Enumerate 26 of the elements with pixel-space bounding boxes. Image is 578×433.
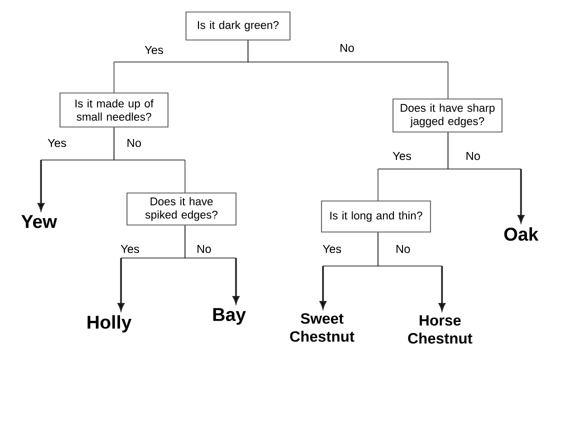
question-box: Is it made up of small needles? <box>60 92 168 128</box>
edge-label: No <box>394 244 412 254</box>
result-label: Horse Chestnut <box>408 315 472 344</box>
edge-label: Yes <box>120 244 140 254</box>
edge-label: No <box>338 42 356 54</box>
edge-label: No <box>464 150 482 162</box>
result-label: Yew <box>21 215 58 228</box>
arrow <box>448 132 524 223</box>
question-box: Is it dark green? <box>186 12 290 40</box>
edge-label: Yes <box>392 150 412 162</box>
arrow <box>378 232 446 311</box>
edge-label: Yes <box>322 244 342 254</box>
question-box: Does it have spiked edges? <box>126 192 236 226</box>
connector-line <box>114 127 186 193</box>
connector-line <box>248 40 448 99</box>
edge-label: No <box>126 138 142 148</box>
question-box: Does it have sharp jagged edges? <box>392 98 502 132</box>
result-label: Oak <box>504 227 538 241</box>
result-label: Bay <box>213 308 246 325</box>
edge-label: Yes <box>144 44 164 56</box>
arrow <box>184 225 240 304</box>
edge-label: Yes <box>46 138 68 148</box>
edge-label: No <box>196 244 212 254</box>
question-box: Is it long and thin? <box>321 200 431 232</box>
result-label: Sweet Chestnut <box>290 313 354 342</box>
result-label: Holly <box>88 315 132 332</box>
